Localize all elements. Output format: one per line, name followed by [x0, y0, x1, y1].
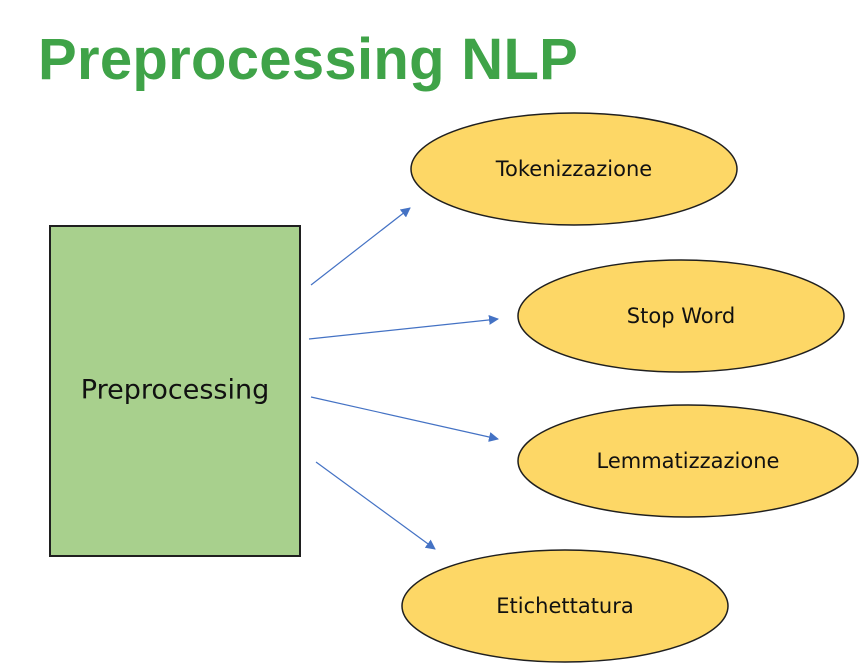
target-node-label: Lemmatizzazione	[597, 449, 780, 473]
target-node: Etichettatura	[401, 549, 729, 663]
target-node: Stop Word	[517, 259, 845, 373]
target-node-shape	[517, 404, 859, 518]
slide-title: Preprocessing NLP	[38, 27, 579, 92]
target-node: Lemmatizzazione	[517, 404, 859, 518]
arrow-to-etichettatura	[315, 461, 436, 550]
arrow-to-lemmatizzazione	[310, 396, 499, 442]
source-box: Preprocessing	[49, 225, 301, 557]
target-node: Tokenizzazione	[410, 112, 738, 226]
target-node-label: Etichettatura	[496, 594, 634, 618]
arrow-to-tokenizzazione	[310, 207, 411, 286]
source-box-label: Preprocessing	[81, 375, 269, 406]
target-node-shape	[410, 112, 738, 226]
target-node-label: Tokenizzazione	[495, 157, 652, 181]
source-box-shape	[49, 225, 301, 557]
target-node-label: Stop Word	[627, 304, 735, 328]
arrows	[308, 207, 499, 550]
target-node-shape	[517, 259, 845, 373]
arrow-to-stop-word	[308, 314, 499, 340]
target-node-shape	[401, 549, 729, 663]
